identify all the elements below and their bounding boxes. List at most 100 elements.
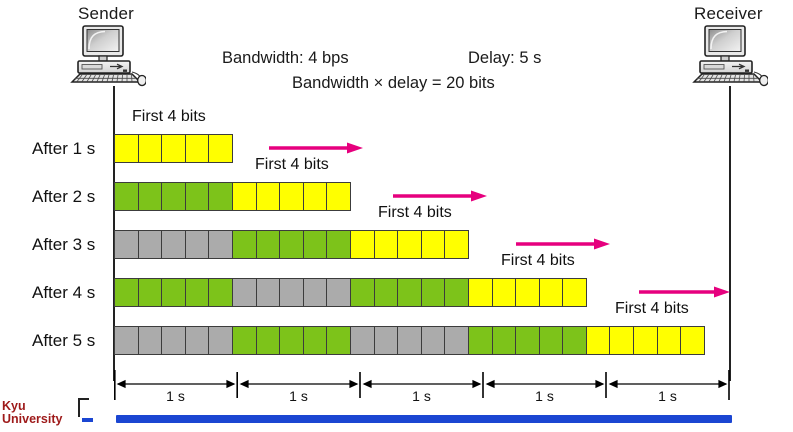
row-label-after-5s: After 5 s <box>32 331 96 350</box>
bit-cell <box>444 326 469 355</box>
bit-strip-after-1s <box>114 134 233 163</box>
bit-cell <box>656 326 682 355</box>
bits-caption-row5: First 4 bits <box>615 300 689 317</box>
bit-cell <box>231 278 257 307</box>
bit-cell <box>562 326 587 355</box>
bit-cell <box>184 182 210 211</box>
bit-cell <box>255 326 281 355</box>
bit-cell <box>279 182 304 211</box>
axis-segment-label-1: 1 s <box>166 388 185 404</box>
university-logo-line1: Kyu <box>2 399 26 413</box>
bit-cell <box>137 134 163 163</box>
time-axis <box>114 370 730 404</box>
bit-cell <box>279 230 304 259</box>
bit-cell <box>114 278 139 307</box>
bit-cell <box>349 230 375 259</box>
bit-cell <box>137 182 163 211</box>
axis-segment-label-3: 1 s <box>412 388 431 404</box>
bandwidth-text: Bandwidth: 4 bps <box>222 49 349 67</box>
bit-cell <box>161 230 186 259</box>
propagation-arrow-1 <box>269 141 363 155</box>
bit-strip-after-3s <box>114 230 469 259</box>
bit-cell <box>349 278 375 307</box>
bit-cell <box>444 278 469 307</box>
bit-cell <box>397 230 422 259</box>
row-label-after-4s: After 4 s <box>32 283 96 302</box>
row-label-after-1s: After 1 s <box>32 139 96 158</box>
bit-cell <box>137 326 163 355</box>
receiver-timeline-axis <box>729 86 731 381</box>
bit-cell <box>680 326 705 355</box>
bit-strip-after-5s <box>114 326 705 355</box>
bit-cell <box>515 278 540 307</box>
bit-cell <box>491 278 517 307</box>
university-logo-line2: University <box>2 412 63 426</box>
bit-cell <box>184 326 210 355</box>
bit-cell <box>420 326 446 355</box>
propagation-arrow-3 <box>516 237 610 251</box>
bit-cell <box>208 134 233 163</box>
logo-blue-mark-icon <box>82 418 93 422</box>
bit-cell <box>420 230 446 259</box>
bit-strip-after-2s <box>114 182 351 211</box>
bit-cell <box>279 326 304 355</box>
bit-cell <box>633 326 658 355</box>
bit-cell <box>161 182 186 211</box>
axis-segment-label-4: 1 s <box>535 388 554 404</box>
axis-segment-label-2: 1 s <box>289 388 308 404</box>
bits-caption-row4: First 4 bits <box>501 252 575 269</box>
bit-cell <box>326 278 351 307</box>
bit-cell <box>349 326 375 355</box>
bit-cell <box>609 326 635 355</box>
bit-cell <box>326 326 351 355</box>
row-label-after-3s: After 3 s <box>32 235 96 254</box>
bit-cell <box>397 278 422 307</box>
bit-cell <box>137 230 163 259</box>
bit-cell <box>255 278 281 307</box>
bit-cell <box>279 278 304 307</box>
bit-cell <box>585 326 611 355</box>
bit-cell <box>114 230 139 259</box>
bit-cell <box>114 182 139 211</box>
bit-cell <box>161 326 186 355</box>
bit-cell <box>373 326 399 355</box>
bit-cell <box>562 278 587 307</box>
axis-segment-label-5: 1 s <box>658 388 677 404</box>
bits-caption-row1: First 4 bits <box>132 108 206 125</box>
bit-cell <box>184 278 210 307</box>
university-logo: Kyu University <box>2 400 62 426</box>
delay-text: Delay: 5 s <box>468 49 542 67</box>
bit-cell <box>231 230 257 259</box>
bit-cell <box>114 326 139 355</box>
bit-cell <box>137 278 163 307</box>
bit-cell <box>515 326 540 355</box>
bit-cell <box>184 134 210 163</box>
receiver-computer-icon <box>690 25 768 87</box>
bit-cell <box>231 326 257 355</box>
bit-cell <box>538 278 564 307</box>
bit-cell <box>397 326 422 355</box>
bit-cell <box>420 278 446 307</box>
bit-cell <box>114 134 139 163</box>
bit-cell <box>491 326 517 355</box>
bit-cell <box>184 230 210 259</box>
bit-cell <box>467 326 493 355</box>
bit-cell <box>231 182 257 211</box>
bit-cell <box>302 326 328 355</box>
bits-caption-row2: First 4 bits <box>255 156 329 173</box>
bit-cell <box>161 134 186 163</box>
bit-cell <box>373 230 399 259</box>
bit-cell <box>255 182 281 211</box>
bit-cell <box>538 326 564 355</box>
bandwidth-delay-product-text: Bandwidth × delay = 20 bits <box>292 74 495 92</box>
bit-cell <box>326 230 351 259</box>
receiver-label: Receiver <box>694 4 763 23</box>
sender-label: Sender <box>78 4 135 23</box>
bit-cell <box>302 230 328 259</box>
logo-bracket-icon <box>78 398 89 417</box>
bit-strip-after-4s <box>114 278 587 307</box>
propagation-arrow-2 <box>393 189 487 203</box>
sender-computer-icon <box>68 25 146 87</box>
footer-blue-bar <box>116 415 732 423</box>
bit-cell <box>373 278 399 307</box>
